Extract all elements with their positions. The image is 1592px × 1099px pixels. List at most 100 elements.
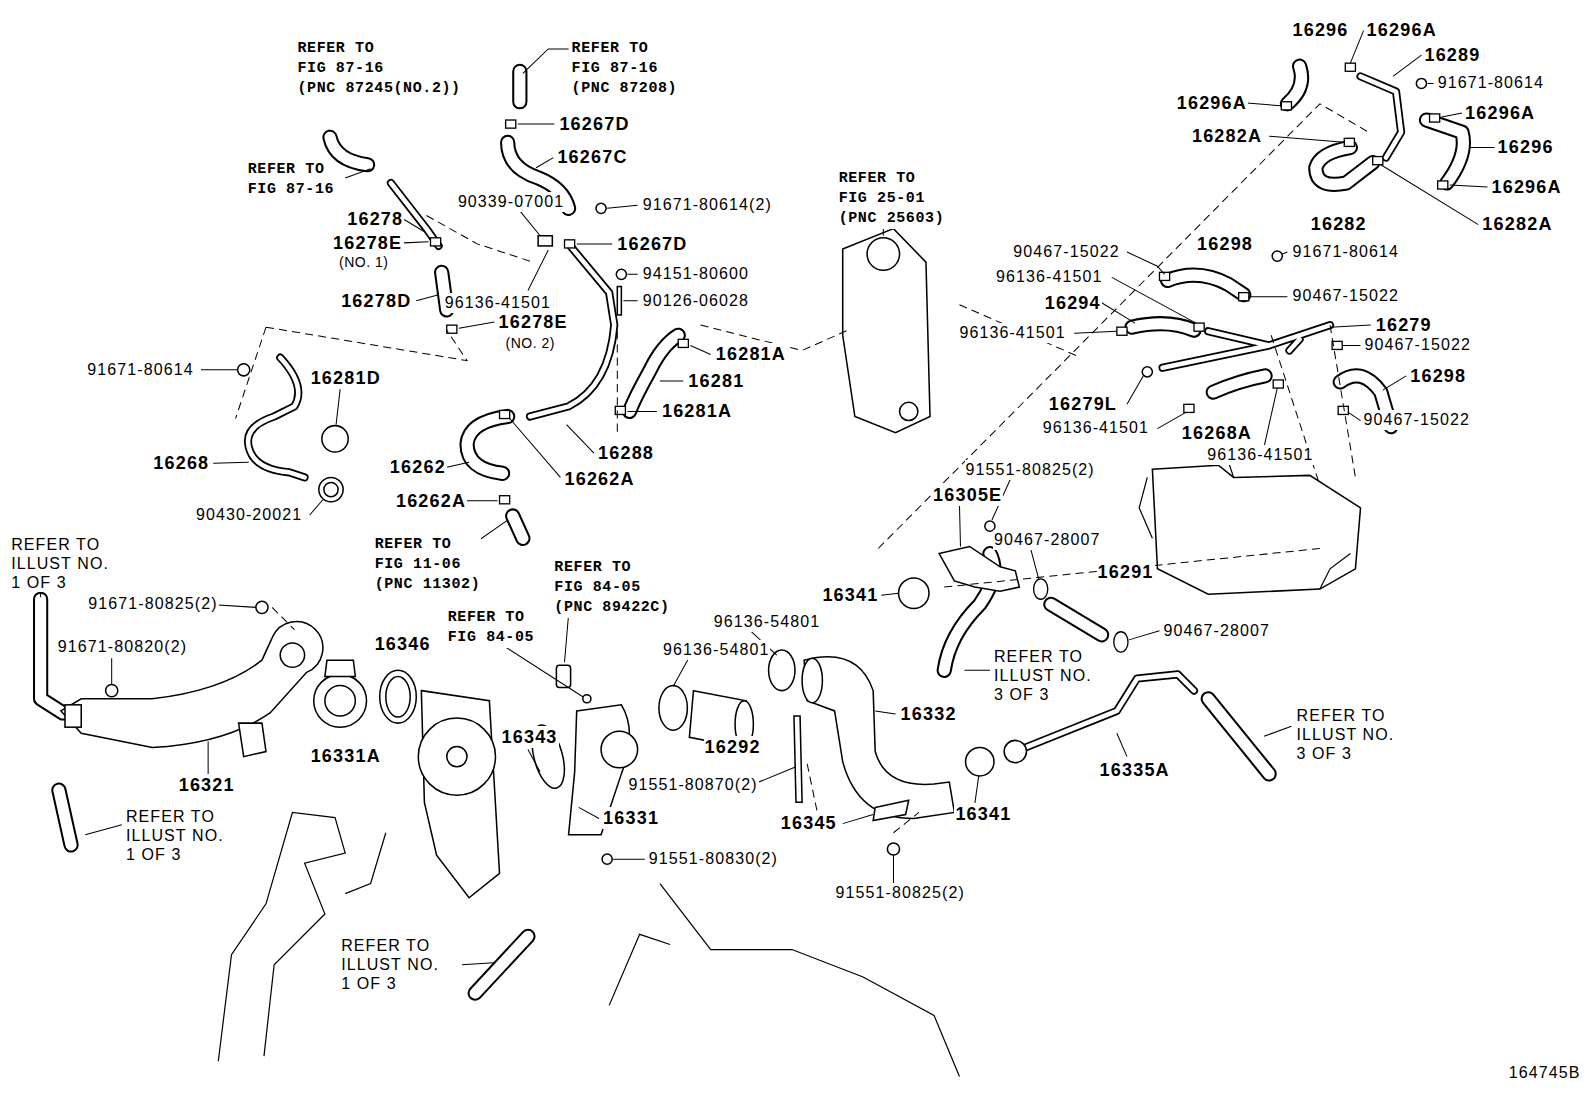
- text-line: REFER TO: [994, 647, 1092, 666]
- bolt-head: [1416, 78, 1426, 88]
- outlet-flange-hole: [280, 643, 304, 667]
- part-code: 90467-15022: [1291, 286, 1399, 306]
- figure-reference: REFER TO FIG 87-16 (PNC 87208): [571, 39, 679, 99]
- engine-outline: [218, 459, 1350, 1076]
- part-number: 16278D: [340, 290, 412, 312]
- illustration-reference: REFER TO ILLUST NO. 1 OF 3: [125, 807, 225, 864]
- engine-block-part: [1152, 465, 1360, 594]
- part-number: 16281: [687, 370, 745, 392]
- part-code: 90339-07001: [457, 192, 565, 212]
- ring: [966, 747, 994, 775]
- part-number: 16343: [501, 726, 559, 748]
- part-number: 16267D: [558, 113, 630, 135]
- part-number: 16279: [1375, 314, 1433, 336]
- text-line: ILLUST NO.: [341, 955, 439, 974]
- o-ring: [583, 695, 591, 703]
- hose-clamp: [659, 686, 687, 731]
- text-line: 1 OF 3: [126, 845, 224, 864]
- part-number: 16278: [346, 208, 404, 230]
- part-number: 16345: [780, 812, 838, 834]
- text-line: FIG 87-16: [572, 59, 678, 79]
- text-line: REFER TO: [375, 535, 481, 555]
- illustration-reference: REFER TO ILLUST NO. 1 OF 3: [340, 936, 440, 993]
- part-code: 96136-41501: [1206, 445, 1314, 465]
- figure-reference: REFER TO FIG 84-05 (PNC 89422C): [553, 558, 670, 618]
- text-line: ILLUST NO.: [11, 554, 109, 573]
- part-number: 16281A: [715, 343, 787, 365]
- part-number: 16341: [821, 584, 879, 606]
- figure-reference: REFER TO FIG 87-16 (PNC 87245(NO.2)): [296, 39, 461, 99]
- water-bypass-pipe: [804, 657, 954, 819]
- text-line: REFER TO: [572, 39, 678, 59]
- water-pump-hub: [447, 746, 467, 766]
- bolt-head: [106, 685, 118, 697]
- part-code: 90430-20021: [195, 505, 303, 525]
- thermostat-frame: [325, 660, 355, 676]
- part-number: 16282: [1310, 213, 1368, 235]
- part-code: 91551-80825(2): [965, 460, 1096, 480]
- bolt: [794, 716, 802, 802]
- text-line: ILLUST NO.: [994, 666, 1092, 685]
- text-line: 1 OF 3: [341, 974, 439, 993]
- part-number: 16262A: [395, 490, 467, 512]
- pipe-gasket: [873, 800, 909, 820]
- part-number: 16296: [1291, 19, 1349, 41]
- part-number: 16292: [704, 736, 762, 758]
- part-code: 164745B: [1508, 1063, 1582, 1083]
- part-number: 16296A: [1464, 102, 1536, 124]
- hose-clamps: [430, 63, 1447, 652]
- clip: [538, 236, 552, 246]
- part-number: 16267D: [616, 233, 688, 255]
- stud: [617, 287, 621, 315]
- part-code: 91551-80825(2): [835, 883, 966, 903]
- part-code: 90467-28007: [993, 530, 1101, 550]
- part-code: 91671-80614(2): [642, 195, 773, 215]
- illustration-reference: REFER TO ILLUST NO. 1 OF 3: [10, 535, 110, 592]
- text-line: (PNC 11302): [375, 575, 481, 595]
- pipe-fill: [248, 76, 1401, 751]
- part-number: 16278E: [332, 232, 403, 254]
- text-line: FIG 11-06: [375, 555, 481, 575]
- water-pump-pulley: [418, 718, 495, 795]
- thermostat: [314, 674, 367, 727]
- pipe-fitting: [1004, 740, 1026, 762]
- part-code: 91551-80870(2): [627, 775, 758, 795]
- hose-clamp: [769, 650, 795, 691]
- part-code: 91671-80614: [86, 360, 194, 380]
- part-code: 91671-80614: [1291, 242, 1399, 262]
- part-code: 94151-80600: [642, 264, 750, 284]
- part-number: 16289: [1423, 44, 1481, 66]
- part-number: 16291: [1097, 561, 1155, 583]
- gasket-ring: [380, 670, 417, 723]
- illustration-reference: REFER TO ILLUST NO. 3 OF 3: [1296, 706, 1396, 763]
- part-number: 16262A: [563, 468, 635, 490]
- plug: [322, 426, 348, 452]
- illustration-reference: REFER TO ILLUST NO. 3 OF 3: [993, 647, 1093, 704]
- text-line: 1 OF 3: [11, 573, 109, 592]
- text-line: REFER TO: [839, 169, 945, 189]
- text-line: (PNC 87208): [572, 79, 678, 99]
- part-number: 16321: [178, 774, 236, 796]
- part-code: 90126-06028: [642, 291, 750, 311]
- figure-reference: REFER TO FIG 25-01 (PNC 25603): [838, 169, 946, 229]
- bolt-head: [238, 364, 250, 376]
- text-line: (PNC 89422C): [554, 598, 669, 618]
- text-line: REFER TO: [126, 807, 224, 826]
- text-line: REFER TO: [341, 936, 439, 955]
- part-number: 16281D: [310, 367, 382, 389]
- nut: [616, 269, 626, 279]
- part-number: 16346: [374, 633, 432, 655]
- ring-inner: [324, 482, 338, 496]
- text-line: 3 OF 3: [1297, 744, 1395, 763]
- part-number: 16281A: [661, 400, 733, 422]
- throttle-port: [900, 402, 918, 420]
- text-line: REFER TO: [448, 608, 534, 628]
- gasket-ring-inner: [386, 676, 410, 717]
- text-line: FIG 25-01: [839, 189, 945, 209]
- part-number: 16282A: [1191, 125, 1263, 147]
- text-line: (PNC 87245(NO.2)): [297, 79, 460, 99]
- bolt-head: [887, 843, 899, 855]
- text-line: 3 OF 3: [994, 685, 1092, 704]
- part-number: 16332: [900, 703, 958, 725]
